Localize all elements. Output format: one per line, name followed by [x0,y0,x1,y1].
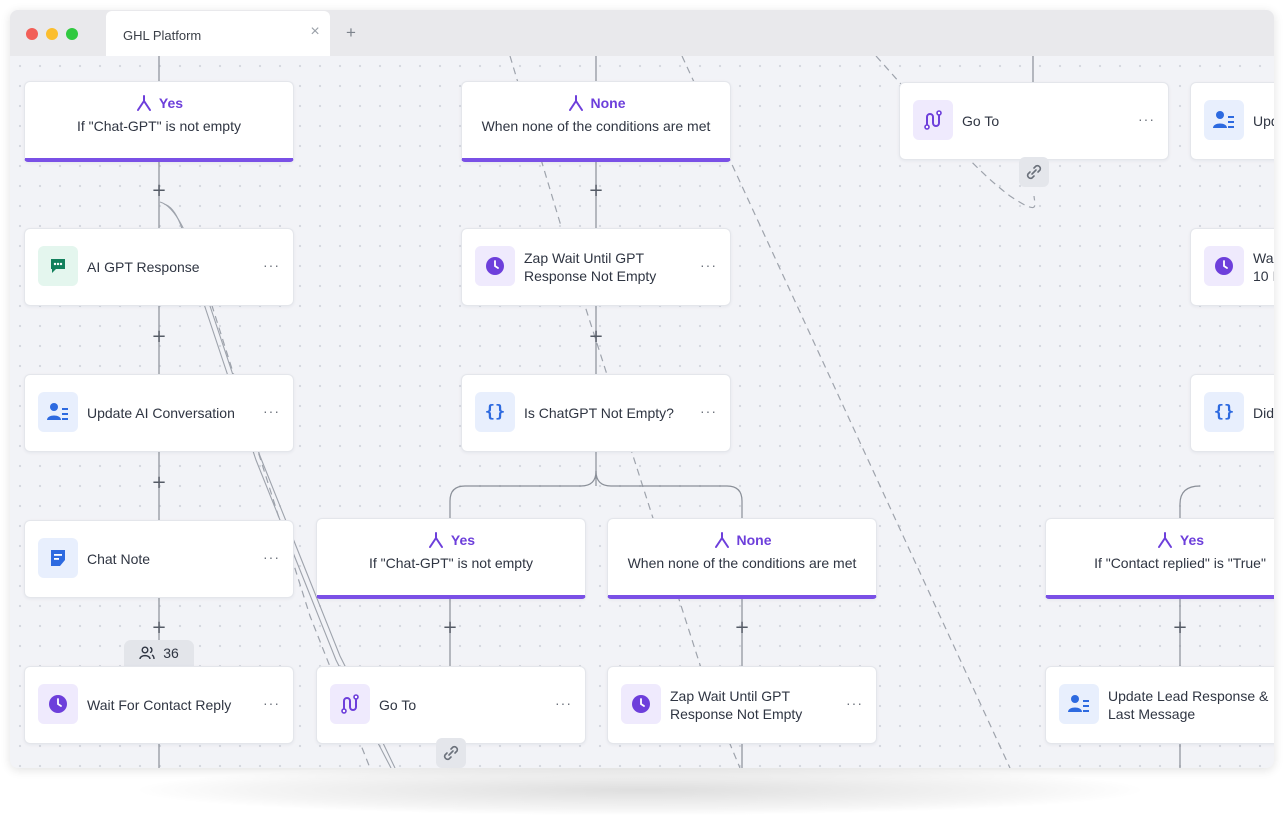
more-options-icon[interactable]: ··· [700,403,717,419]
contact-count-badge[interactable]: 36 [124,640,194,666]
goto-node[interactable]: Go To ··· [316,666,586,744]
condition-node-is-chatgpt-not-empty[interactable]: {} Is ChatGPT Not Empty? ··· [461,374,731,452]
action-node-wait-for-contact-reply[interactable]: Wait For Contact Reply ··· [24,666,294,744]
branch-split-icon [568,95,583,111]
add-step-button[interactable]: + [1172,617,1188,638]
branch-none[interactable]: None When none of the conditions are met [461,81,731,162]
close-window-button[interactable] [26,28,38,40]
branch-split-icon [136,95,151,111]
node-label: Upd [1253,113,1274,129]
more-options-icon[interactable]: ··· [263,403,280,419]
users-icon [139,646,155,660]
clock-icon [38,684,78,724]
add-step-button[interactable]: + [151,180,167,201]
contact-edit-icon [1059,684,1099,724]
route-icon [913,100,953,140]
node-label: Chat Note [87,551,151,567]
minimize-window-button[interactable] [46,28,58,40]
action-node-zap-wait[interactable]: Zap Wait Until GPT Response Not Empty ··… [607,666,877,744]
node-label: Update Lead Response & Last Message [1108,688,1269,722]
branch-split-icon [428,532,443,548]
branch-condition: When none of the conditions are met [627,555,857,571]
branch-title: Yes [450,532,476,548]
contact-edit-icon [1204,100,1244,140]
more-options-icon[interactable]: ··· [846,695,863,711]
node-label: Go To [962,113,1000,129]
more-options-icon[interactable]: ··· [700,257,717,273]
more-options-icon[interactable]: ··· [1138,111,1155,127]
add-step-button[interactable]: + [151,326,167,347]
more-options-icon[interactable]: ··· [263,257,280,273]
node-label: Wait For Contact Reply [87,697,232,713]
branch-yes[interactable]: Yes If "Chat-GPT" is not empty [316,518,586,599]
goto-node[interactable]: Go To ··· [899,82,1169,160]
branch-yes[interactable]: Yes If "Contact replied" is "True" [1045,518,1274,599]
window-shadow [140,765,1140,815]
branch-condition: When none of the conditions are met [481,118,711,134]
condition-braces-icon: {} [1204,392,1244,432]
branch-title: Yes [1179,532,1205,548]
branch-condition: If "Chat-GPT" is not empty [369,555,533,571]
link-icon[interactable] [436,738,466,768]
branch-split-icon [714,532,729,548]
node-label: Go To [379,697,417,713]
chat-bubble-icon [38,246,78,286]
contact-count: 36 [163,645,179,661]
clock-icon [1204,246,1244,286]
contact-edit-icon [38,392,78,432]
branch-none[interactable]: None When none of the conditions are met [607,518,877,599]
add-step-button[interactable]: + [151,472,167,493]
action-node-chat-note[interactable]: Chat Note ··· [24,520,294,598]
condition-braces-icon: {} [475,392,515,432]
branch-condition: If "Chat-GPT" is not empty [77,118,241,134]
branch-condition: If "Contact replied" is "True" [1094,555,1266,571]
node-label: Update AI Conversation [87,405,235,421]
action-node-update-ai-conversation[interactable]: Update AI Conversation ··· [24,374,294,452]
browser-window: GHL Platform × + [10,10,1274,768]
add-step-button[interactable]: + [588,180,604,201]
branch-title: None [736,532,772,548]
node-label: Is ChatGPT Not Empty? [524,405,674,421]
title-bar: GHL Platform × + [10,10,1274,56]
node-label: AI GPT Response [87,259,200,275]
condition-node-partial[interactable]: {} Did [1190,374,1274,452]
maximize-window-button[interactable] [66,28,78,40]
note-icon [38,538,78,578]
browser-tab[interactable]: GHL Platform × [106,11,330,56]
tab-close-icon[interactable]: × [310,23,320,40]
node-label: Wai 10 I [1253,250,1274,284]
branch-title: Yes [158,95,184,111]
workflow-canvas[interactable]: + + + + + + + + + Yes If "Chat-GPT" is n… [10,56,1274,768]
more-options-icon[interactable]: ··· [263,549,280,565]
branch-yes[interactable]: Yes If "Chat-GPT" is not empty [24,81,294,162]
add-step-button[interactable]: + [151,617,167,638]
add-step-button[interactable]: + [588,326,604,347]
action-node-partial-update[interactable]: Upd [1190,82,1274,160]
action-node-zap-wait[interactable]: Zap Wait Until GPT Response Not Empty ··… [461,228,731,306]
route-icon [330,684,370,724]
link-icon[interactable] [1019,157,1049,187]
action-node-partial-wait[interactable]: Wai 10 I [1190,228,1274,306]
add-step-button[interactable]: + [734,617,750,638]
more-options-icon[interactable]: ··· [263,695,280,711]
new-tab-icon[interactable]: + [346,23,356,42]
node-label: Zap Wait Until GPT Response Not Empty [524,250,657,284]
add-step-button[interactable]: + [442,617,458,638]
action-node-update-lead-response[interactable]: Update Lead Response & Last Message [1045,666,1274,744]
branch-title: None [590,95,626,111]
action-node-ai-gpt-response[interactable]: AI GPT Response ··· [24,228,294,306]
tab-title: GHL Platform [123,28,202,43]
branch-split-icon [1157,532,1172,548]
clock-icon [621,684,661,724]
more-options-icon[interactable]: ··· [555,695,572,711]
node-label: Did [1253,405,1274,421]
node-label: Zap Wait Until GPT Response Not Empty [670,688,803,722]
clock-icon [475,246,515,286]
